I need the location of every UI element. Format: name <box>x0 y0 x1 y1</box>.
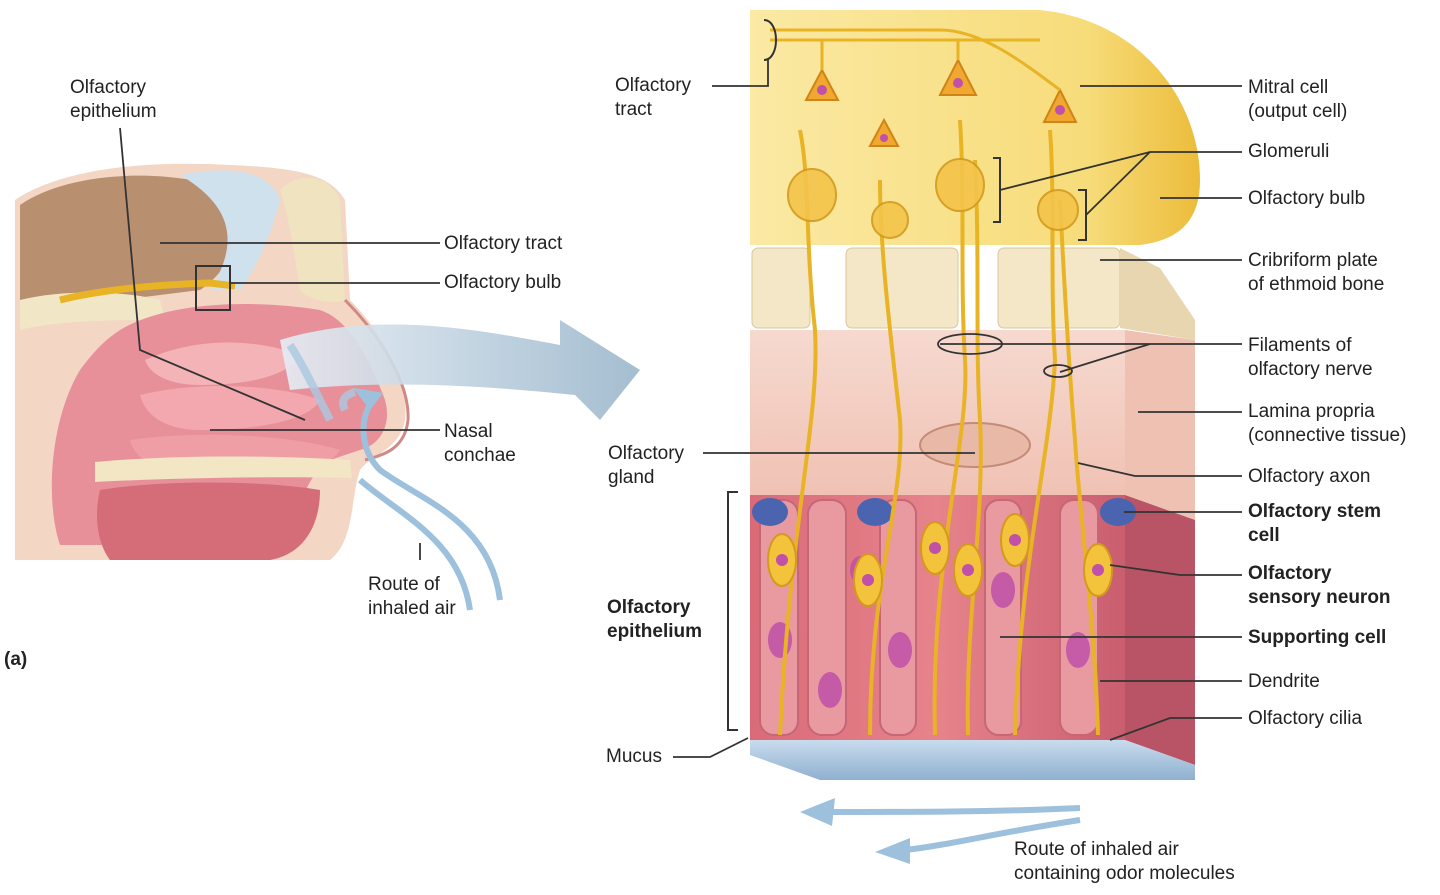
mucus-layer <box>750 740 1195 780</box>
label-olfactory-tract-left: Olfactory tract <box>444 233 563 254</box>
bottom-air-arrow-head-1 <box>800 798 835 826</box>
label-cribriform-plate: Cribriform plate of ethmoid bone <box>1248 250 1385 295</box>
label-dendrite: Dendrite <box>1248 671 1320 692</box>
magnify-arrow <box>280 320 640 420</box>
glomeruli <box>787 158 1079 239</box>
label-olfactory-gland: Olfactory gland <box>608 443 685 488</box>
filaments-ring <box>937 333 1003 355</box>
label-supporting-cell: Supporting cell <box>1248 627 1387 648</box>
label-olfactory-bulb-left: Olfactory bulb <box>444 272 562 293</box>
label-olfactory-epithelium-right: Olfactory epithelium <box>607 597 703 642</box>
leader-lines <box>119 60 1242 758</box>
sensory-neuron-nuclei <box>776 534 1104 586</box>
label-olfactory-bulb-right: Olfactory bulb <box>1248 188 1366 209</box>
bottom-air-arrows <box>829 805 1081 853</box>
label-lamina-propria: Lamina propria (connective tissue) <box>1248 401 1407 446</box>
panel-label-a: (a) <box>4 649 28 670</box>
head-section-illustration <box>15 163 410 561</box>
label-glomeruli: Glomeruli <box>1248 141 1330 162</box>
mitral-nuclei <box>817 78 1065 142</box>
label-mucus: Mucus <box>606 746 662 767</box>
label-filaments: Filaments of olfactory nerve <box>1248 335 1373 380</box>
label-stem-cell: Olfactory stem cell <box>1248 501 1382 546</box>
label-cilia: Olfactory cilia <box>1248 708 1363 729</box>
bottom-air-arrow-head-2 <box>875 838 910 864</box>
label-nasal-conchae: Nasal conchae <box>444 421 516 466</box>
label-sensory-neuron: Olfactory sensory neuron <box>1248 563 1391 608</box>
cribriform-plate <box>751 247 1195 340</box>
filaments-ring-2 <box>1043 364 1073 378</box>
label-olfactory-epithelium-left: Olfactory epithelium <box>70 77 157 122</box>
label-route-air-odor: Route of inhaled air containing odor mol… <box>1014 839 1235 884</box>
label-mitral-cell: Mitral cell (output cell) <box>1248 77 1348 122</box>
label-route-inhaled-air-left: Route of inhaled air <box>368 574 456 619</box>
label-olfactory-tract-right: Olfactory tract <box>615 75 692 120</box>
tract-fibers <box>770 28 1061 92</box>
olfactory-bulb <box>750 10 1200 245</box>
label-olfactory-axon: Olfactory axon <box>1248 466 1371 487</box>
left-air-arrow-upper <box>286 342 357 422</box>
